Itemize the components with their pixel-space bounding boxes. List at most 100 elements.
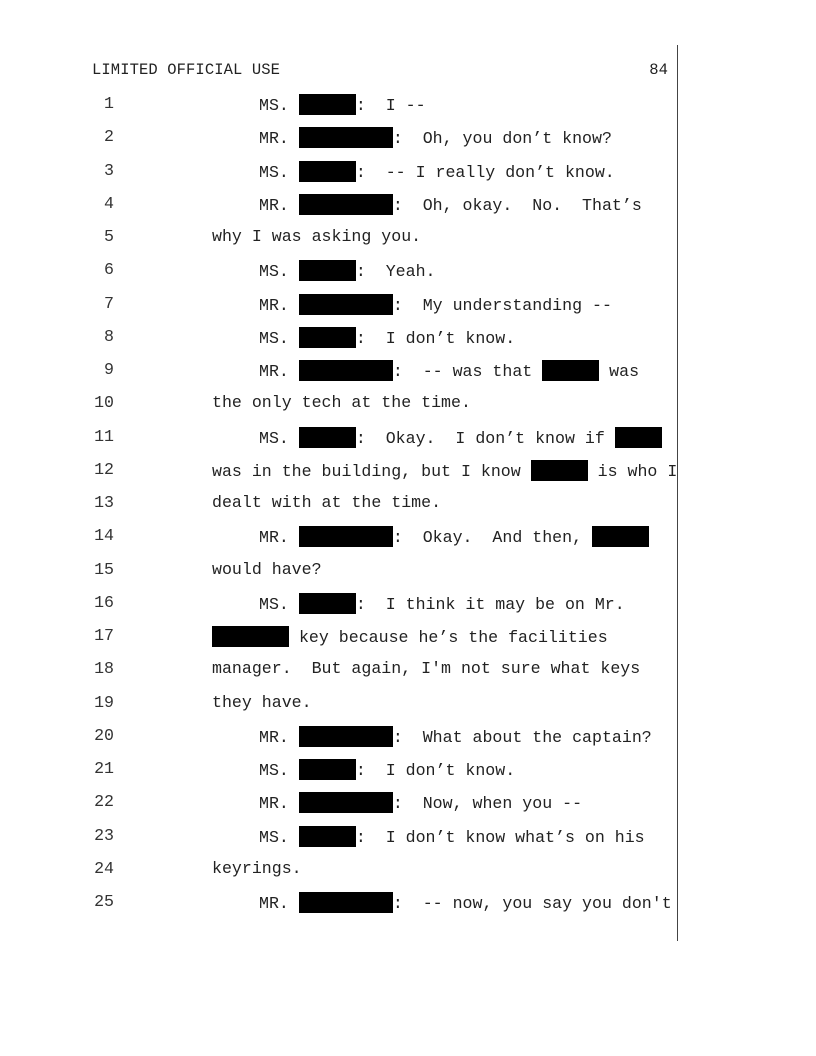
- line-text: was in the building, but I know is who I: [212, 459, 678, 482]
- line-text: MR. : -- now, you say you don't: [259, 892, 672, 914]
- line-text: MR. : Oh, okay. No. That’s: [259, 193, 642, 216]
- text-segment: : Okay. I don’t know if: [355, 428, 615, 448]
- text-segment: MR.: [259, 362, 299, 381]
- line-number: 1: [104, 94, 114, 113]
- redaction-box: [542, 360, 600, 381]
- line-number: 11: [94, 426, 114, 446]
- text-segment: MS.: [259, 328, 299, 348]
- classification-header: LIMITED OFFICIAL USE: [92, 61, 281, 79]
- text-segment: : Yeah.: [355, 262, 436, 282]
- redaction-box: [614, 426, 662, 448]
- line-number: 7: [104, 293, 114, 313]
- line-text: manager. But again, I'm not sure what ke…: [212, 659, 640, 679]
- text-segment: MR.: [259, 894, 299, 913]
- text-segment: why I was asking you.: [212, 227, 422, 246]
- text-segment: : I don’t know what’s on his: [355, 827, 645, 847]
- line-text: they have.: [212, 693, 312, 713]
- redaction-box: [298, 892, 393, 913]
- text-segment: : Oh, you don’t know?: [392, 129, 612, 149]
- text-segment: MS.: [259, 428, 299, 448]
- margin-rule: [677, 45, 678, 941]
- line-number: 9: [104, 360, 114, 379]
- line-number: 22: [94, 792, 114, 812]
- text-segment: MS.: [259, 761, 299, 780]
- text-segment: : My understanding --: [392, 295, 612, 315]
- redaction-box: [298, 825, 356, 847]
- line-text: MS. : I don’t know.: [259, 759, 515, 781]
- line-text: MS. : I don’t know what’s on his: [259, 825, 645, 848]
- page-number: 84: [649, 61, 668, 79]
- line-number: 18: [94, 659, 114, 679]
- text-segment: MS.: [259, 827, 299, 847]
- redaction-box: [298, 293, 393, 315]
- text-segment: was in the building, but I know: [212, 461, 531, 481]
- line-text: MS. : Okay. I don’t know if: [259, 426, 662, 449]
- line-text: key because he’s the facilities: [212, 626, 608, 648]
- redaction-box: [212, 626, 289, 647]
- text-segment: MS.: [259, 262, 299, 282]
- line-number: 21: [94, 759, 114, 778]
- text-segment: dealt with at the time.: [212, 493, 442, 512]
- line-text: why I was asking you.: [212, 227, 421, 247]
- line-number: 20: [94, 725, 114, 745]
- line-text: dealt with at the time.: [212, 493, 441, 513]
- line-number: 5: [104, 227, 114, 246]
- line-text: MR. : What about the captain?: [259, 725, 652, 748]
- redaction-box: [298, 360, 393, 381]
- text-segment: : I think it may be on Mr.: [355, 594, 625, 614]
- line-text: the only tech at the time.: [212, 393, 471, 413]
- line-text: MR. : -- was that was: [259, 360, 639, 382]
- text-segment: MS.: [259, 96, 299, 115]
- text-segment: : -- I really don’t know.: [355, 162, 615, 182]
- redaction-box: [530, 459, 588, 481]
- line-number: 13: [94, 493, 114, 512]
- text-segment: MR.: [259, 195, 299, 215]
- text-segment: : I don’t know.: [355, 761, 516, 780]
- text-segment: manager. But again, I'm not sure what ke…: [212, 659, 641, 679]
- line-number: 14: [94, 526, 114, 546]
- line-text: MR. : Now, when you --: [259, 792, 582, 814]
- line-number: 19: [94, 692, 114, 712]
- redaction-box: [298, 759, 356, 780]
- text-segment: : Now, when you --: [392, 794, 583, 814]
- line-number: 15: [94, 559, 114, 579]
- line-number: 8: [104, 326, 114, 346]
- redaction-box: [298, 426, 356, 448]
- redaction-box: [298, 725, 393, 747]
- text-segment: MR.: [259, 727, 299, 747]
- line-text: would have?: [212, 560, 322, 580]
- redaction-box: [298, 127, 393, 149]
- text-segment: keyrings.: [212, 858, 302, 878]
- text-segment: : Okay. And then,: [392, 528, 593, 548]
- line-text: MR. : My understanding --: [259, 293, 612, 316]
- line-number: 23: [94, 825, 114, 845]
- text-segment: was: [599, 362, 640, 381]
- redaction-box: [298, 260, 356, 282]
- line-text: MS. : -- I really don’t know.: [259, 160, 615, 183]
- redaction-box: [298, 592, 356, 614]
- line-number: 2: [104, 127, 114, 147]
- text-segment: MS.: [259, 594, 299, 614]
- text-segment: : -- now, you say you don't: [392, 894, 672, 913]
- text-segment: key because he’s the facilities: [289, 628, 608, 647]
- text-segment: : Oh, okay. No. That’s: [392, 195, 642, 215]
- text-segment: is who I: [587, 461, 678, 481]
- text-segment: : -- was that: [392, 362, 543, 381]
- line-number: 24: [94, 858, 114, 878]
- text-segment: : I --: [355, 96, 426, 115]
- line-number: 16: [94, 592, 114, 612]
- redaction-box: [298, 326, 356, 348]
- text-segment: : I don’t know.: [355, 328, 516, 348]
- redaction-box: [298, 160, 356, 182]
- line-number: 12: [94, 459, 114, 479]
- line-number: 10: [94, 393, 114, 413]
- text-segment: they have.: [212, 692, 312, 712]
- redaction-box: [298, 94, 356, 115]
- redaction-box: [298, 526, 393, 548]
- text-segment: MR.: [259, 528, 299, 548]
- text-segment: MR.: [259, 794, 299, 814]
- line-number: 4: [104, 193, 114, 213]
- text-segment: MR.: [259, 129, 299, 149]
- line-number: 17: [94, 626, 114, 645]
- line-number: 25: [94, 892, 114, 911]
